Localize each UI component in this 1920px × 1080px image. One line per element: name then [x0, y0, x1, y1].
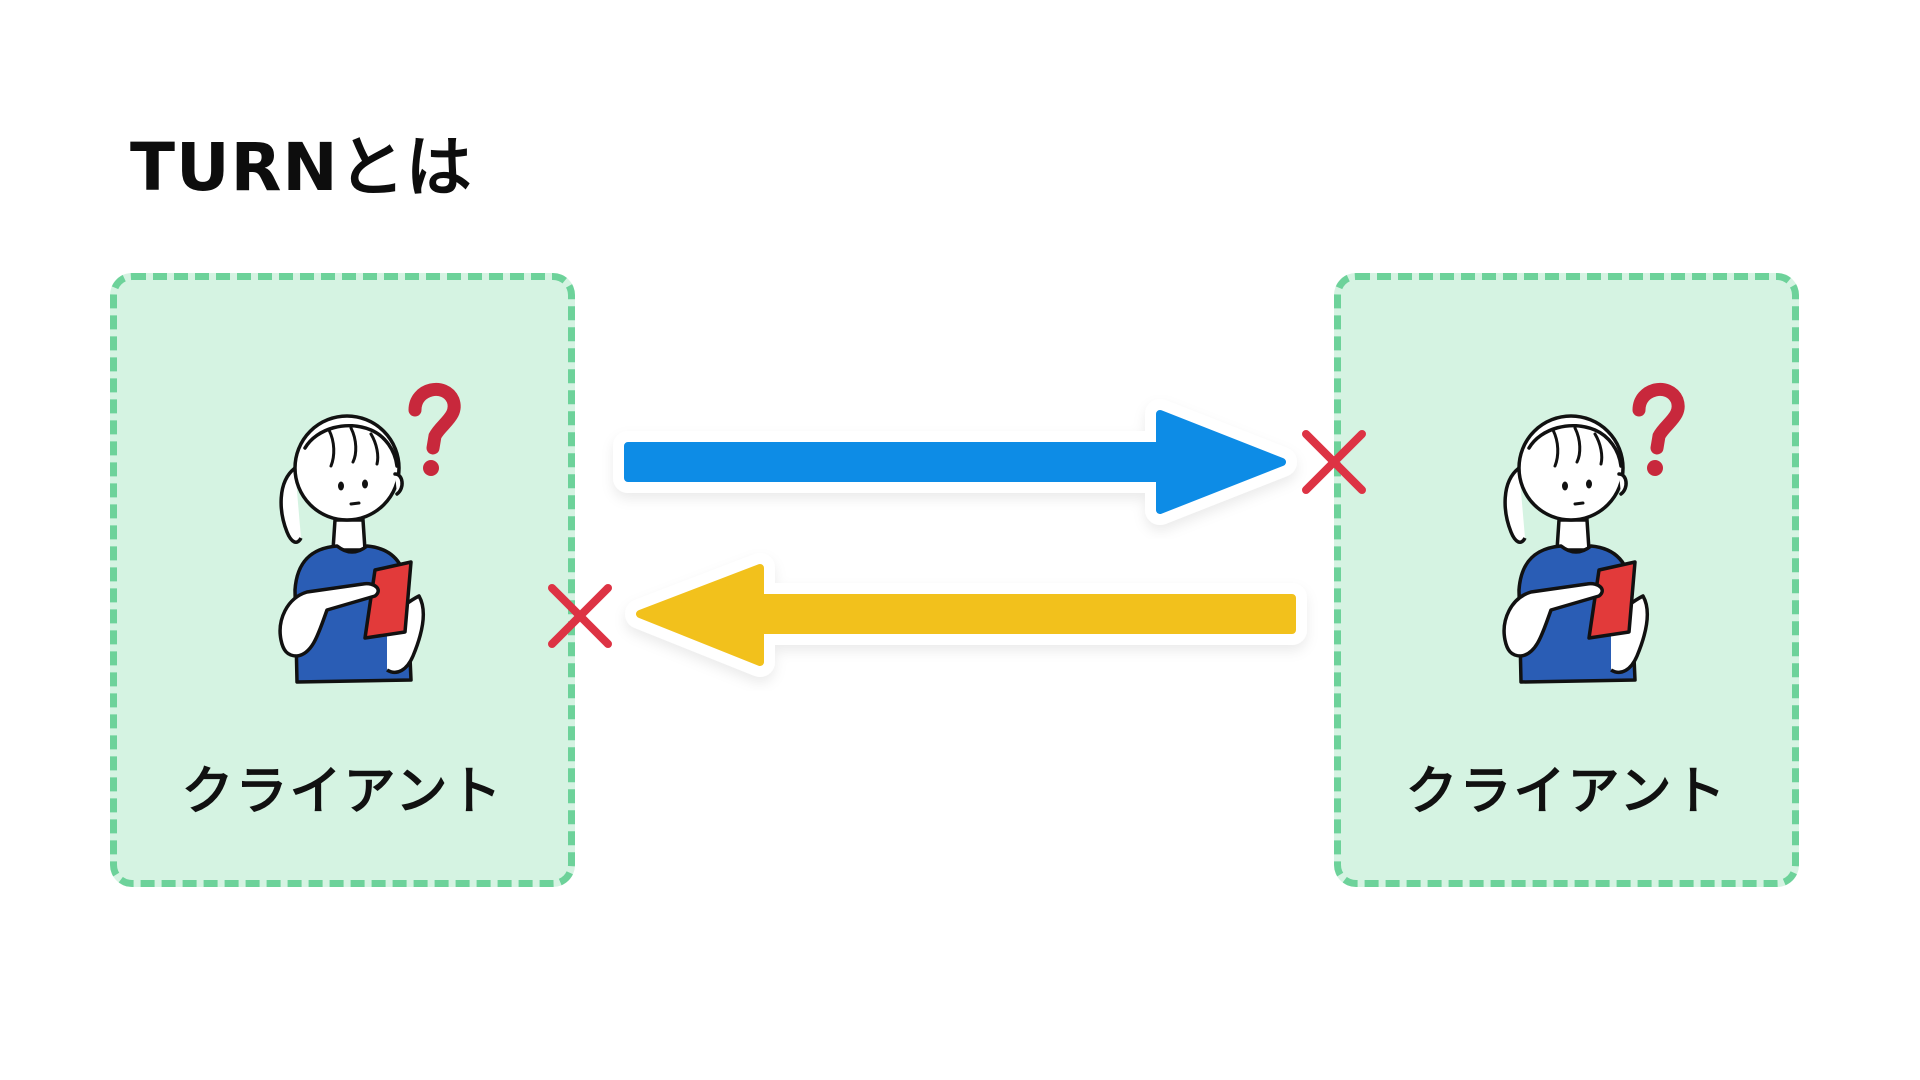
client-box-right: クライアント: [1334, 273, 1799, 887]
page-title: TURNとは: [130, 129, 473, 206]
cross-icon: [548, 584, 612, 648]
arrow-right-icon: [613, 399, 1297, 525]
question-mark-icon: [1632, 383, 1685, 476]
person-with-phone-icon: [1502, 383, 1685, 684]
client-label-left: クライアント: [181, 762, 504, 822]
client-box-left: クライアント: [110, 273, 575, 887]
client-label-right: クライアント: [1405, 762, 1728, 822]
cross-icon: [1302, 430, 1366, 494]
person-with-phone-icon: [278, 383, 461, 684]
arrow-left-icon: [625, 553, 1307, 677]
question-mark-icon: [408, 383, 461, 476]
